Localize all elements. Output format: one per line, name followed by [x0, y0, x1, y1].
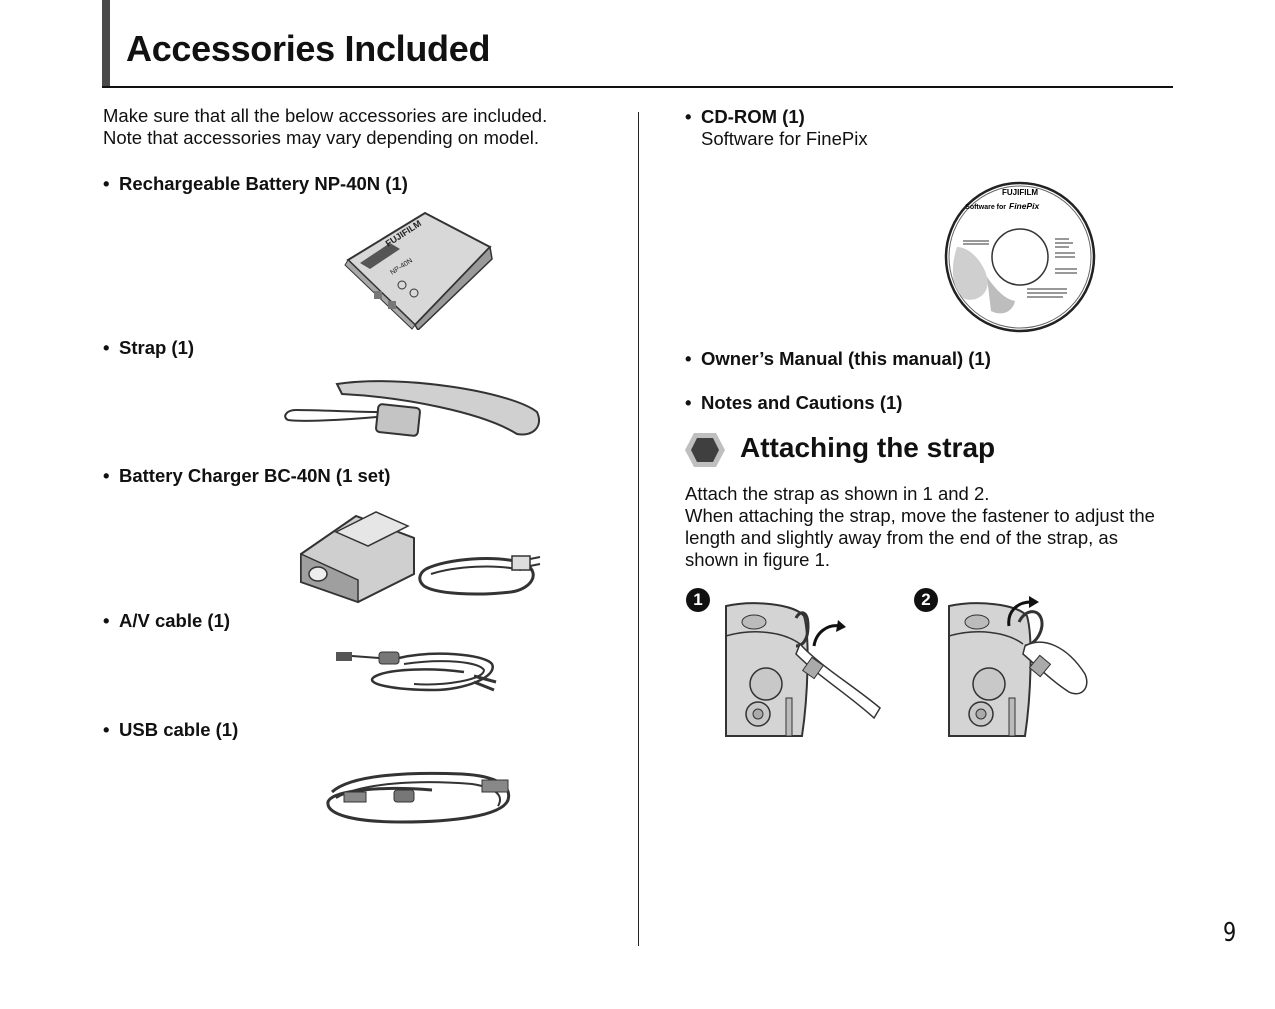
- bullet: •: [685, 392, 692, 413]
- bullet: •: [103, 173, 110, 194]
- attach-line-2: When attaching the strap, move the faste…: [685, 505, 1155, 526]
- step-2-number: 2: [914, 588, 938, 612]
- intro-line-2: Note that accessories may vary depending…: [103, 127, 540, 148]
- attach-line-4: shown in figure 1.: [685, 549, 831, 570]
- title-accent-bar: [102, 0, 110, 88]
- cd-rom-illustration: FUJIFILM Software for FinePix: [944, 181, 1096, 333]
- list-item-av-cable: • A/V cable (1): [103, 610, 230, 632]
- item-label: USB cable (1): [119, 719, 239, 740]
- step-1-illustration: [725, 602, 881, 737]
- bullet: •: [103, 337, 110, 358]
- item-label: Strap (1): [119, 337, 195, 358]
- section-title: Attaching the strap: [740, 432, 996, 463]
- av-cable-illustration: [336, 651, 497, 692]
- cd-label-prefix-text: Software for: [965, 204, 1006, 211]
- battery-illustration: FUJIFILM NP-40N: [344, 211, 493, 330]
- list-item-charger: • Battery Charger BC-40N (1 set): [103, 465, 390, 487]
- page-number: 9: [1223, 918, 1237, 948]
- list-item-cd-rom: • CD-ROM (1): [685, 106, 805, 128]
- cd-brand-text: FUJIFILM: [1002, 188, 1038, 197]
- item-label: Owner’s Manual (this manual) (1): [701, 348, 991, 369]
- cd-label-product-text: FinePix: [1009, 201, 1041, 211]
- bullet: •: [685, 106, 692, 127]
- page-title: Accessories Included: [126, 28, 491, 69]
- list-item-notes-cautions: • Notes and Cautions (1): [685, 392, 902, 414]
- bullet: •: [103, 719, 110, 740]
- list-item-strap: • Strap (1): [103, 337, 194, 359]
- section-hexagon-icon: [685, 433, 725, 467]
- bullet: •: [685, 348, 692, 369]
- strap-illustration: [284, 380, 540, 437]
- usb-cable-illustration: [326, 771, 511, 824]
- attach-instructions: Attach the strap as shown in 1 and 2. Wh…: [685, 483, 1185, 571]
- item-label: A/V cable (1): [119, 610, 231, 631]
- charger-illustration: [300, 511, 541, 604]
- cd-rom-description: Software for FinePix: [701, 128, 868, 149]
- attach-line-1: Attach the strap as shown in 1 and 2.: [685, 483, 990, 504]
- item-label: Battery Charger BC-40N (1 set): [119, 465, 391, 486]
- title-underline: [102, 86, 1173, 88]
- list-item-battery: • Rechargeable Battery NP-40N (1): [103, 173, 408, 195]
- step-2-illustration: [948, 596, 1088, 737]
- attach-line-3: length and slightly away from the end of…: [685, 527, 1118, 548]
- item-label: Notes and Cautions (1): [701, 392, 903, 413]
- column-divider: [638, 112, 639, 946]
- list-item-usb-cable: • USB cable (1): [103, 719, 238, 741]
- item-label: CD-ROM (1): [701, 106, 805, 127]
- bullet: •: [103, 610, 110, 631]
- intro-text: Make sure that all the below accessories…: [103, 105, 623, 149]
- intro-line-1: Make sure that all the below accessories…: [103, 105, 548, 126]
- list-item-owners-manual: • Owner’s Manual (this manual) (1): [685, 348, 991, 370]
- item-label: Rechargeable Battery NP-40N (1): [119, 173, 408, 194]
- step-1-number: 1: [686, 588, 710, 612]
- bullet: •: [103, 465, 110, 486]
